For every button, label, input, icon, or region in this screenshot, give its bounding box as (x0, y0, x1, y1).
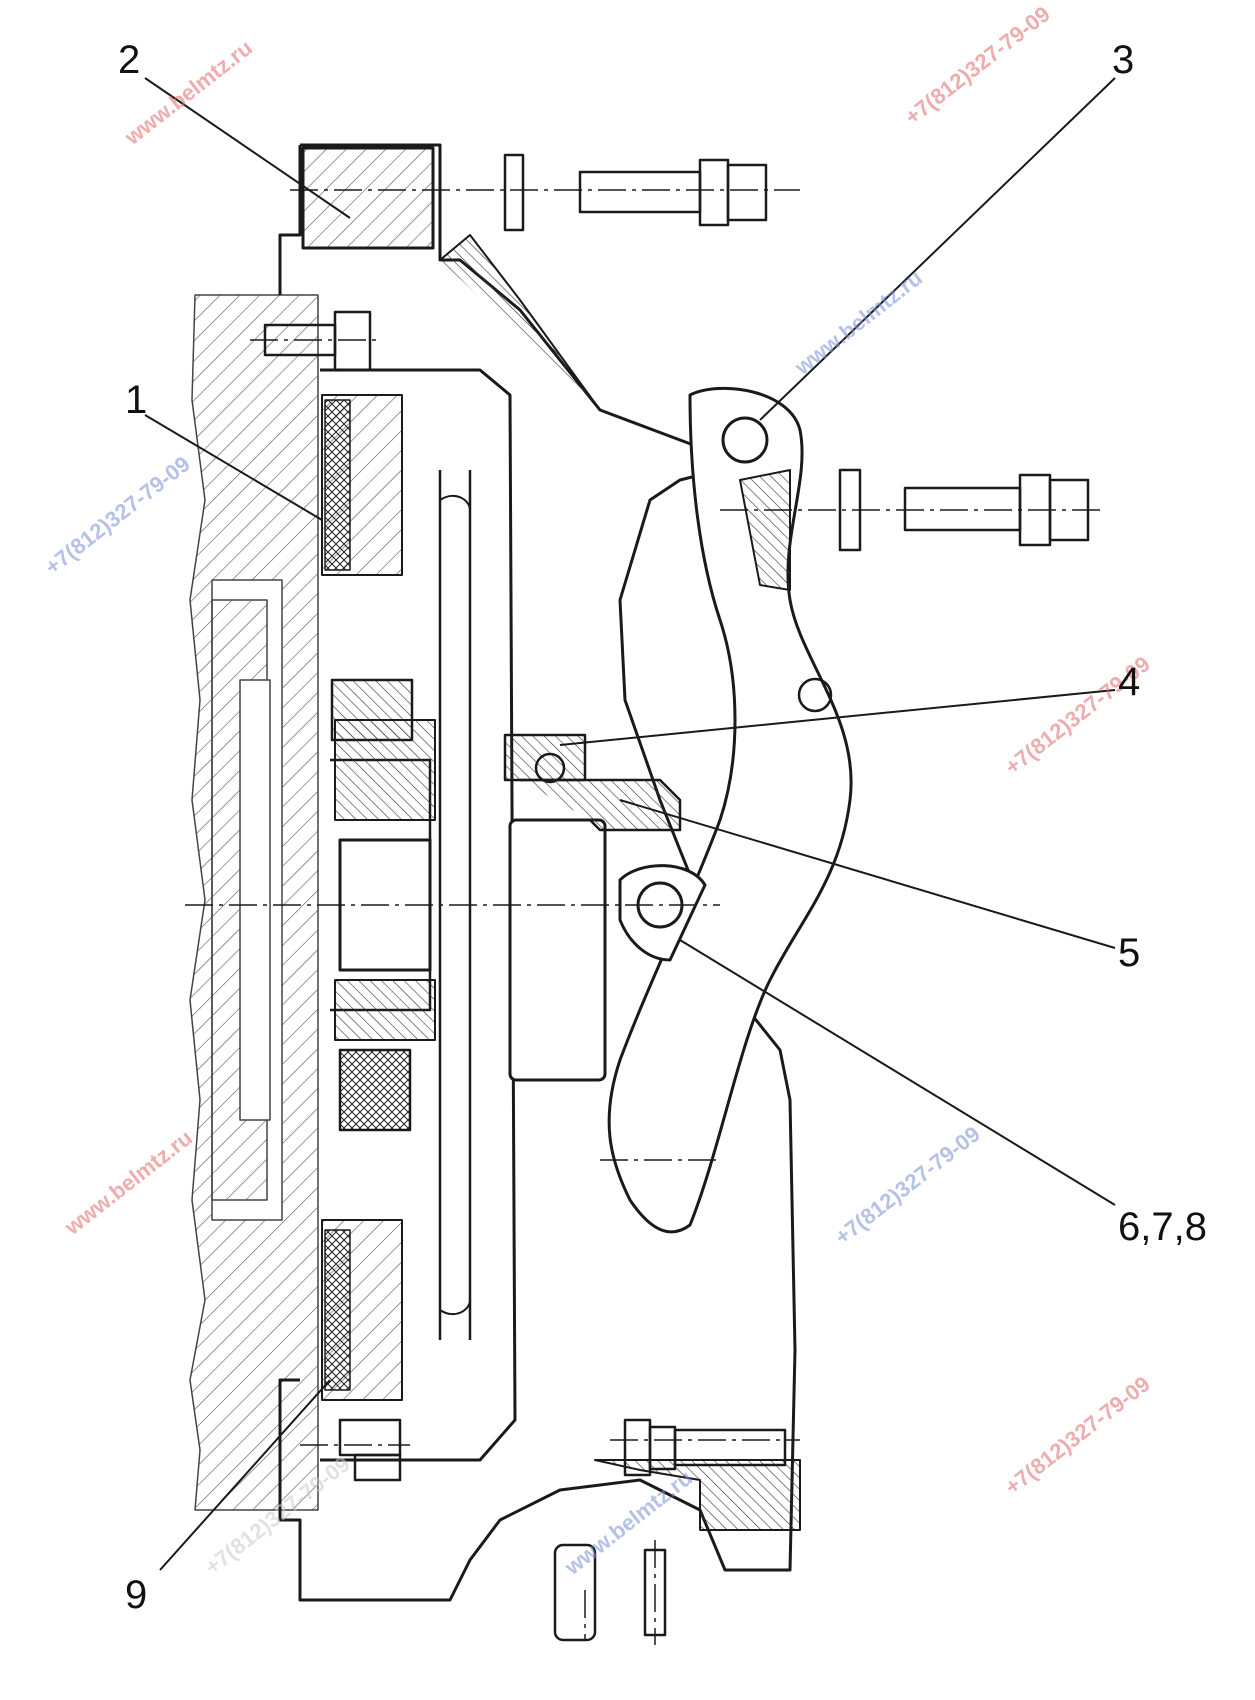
clutch-housing (278, 143, 801, 1602)
center-lines (185, 189, 1100, 1645)
callout-6-7-8: 6,7,8 (1118, 1205, 1207, 1249)
callout-2: 2 (118, 38, 141, 82)
engine-flywheel (189, 294, 319, 1511)
callout-3: 3 (1112, 38, 1135, 82)
leader-lines (144, 77, 1116, 1571)
callout-5: 5 (1118, 931, 1141, 975)
bolt-lower-left (338, 1418, 402, 1482)
bolt-top (503, 153, 768, 232)
callout-4: 4 (1118, 660, 1141, 704)
callout-9: 9 (125, 1573, 148, 1617)
callout-1: 1 (125, 378, 148, 422)
release-fork (607, 386, 853, 1234)
release-bearing (503, 733, 682, 1082)
